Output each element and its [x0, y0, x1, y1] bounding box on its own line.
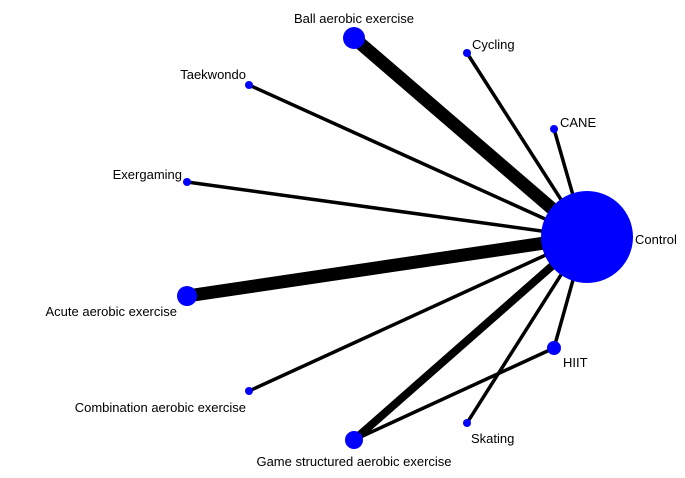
label-cycling: Cycling — [472, 37, 515, 52]
label-combination: Combination aerobic exercise — [75, 400, 246, 415]
node-ball — [343, 27, 365, 49]
node-exergaming — [183, 178, 191, 186]
labels: Control Ball aerobic exercise Cycling Ta… — [45, 11, 677, 469]
label-ball: Ball aerobic exercise — [294, 11, 414, 26]
edge-game-hiit — [353, 346, 555, 442]
node-cycling — [463, 49, 471, 57]
label-cane: CANE — [560, 115, 596, 130]
node-cane — [550, 125, 558, 133]
label-acute: Acute aerobic exercise — [45, 304, 177, 319]
node-skating — [463, 419, 471, 427]
label-taekwondo: Taekwondo — [180, 67, 246, 82]
label-skating: Skating — [471, 431, 514, 446]
node-game — [345, 431, 363, 449]
node-hiit — [547, 341, 561, 355]
edge-exergaming-control — [186, 180, 586, 239]
node-acute — [177, 286, 197, 306]
label-control: Control — [635, 232, 677, 247]
edge-taekwondo-control — [248, 83, 586, 239]
edges — [186, 33, 590, 444]
edge-combination-control — [248, 235, 586, 393]
edge-acute-control — [186, 230, 586, 303]
nodes — [177, 27, 633, 449]
edge-game-control — [351, 233, 588, 444]
label-game: Game structured aerobic exercise — [256, 454, 451, 469]
node-control — [541, 191, 633, 283]
label-hiit: HIIT — [563, 355, 588, 370]
node-taekwondo — [245, 81, 253, 89]
edge-ball-control — [349, 33, 590, 242]
node-combination — [245, 387, 253, 395]
label-exergaming: Exergaming — [113, 167, 182, 182]
